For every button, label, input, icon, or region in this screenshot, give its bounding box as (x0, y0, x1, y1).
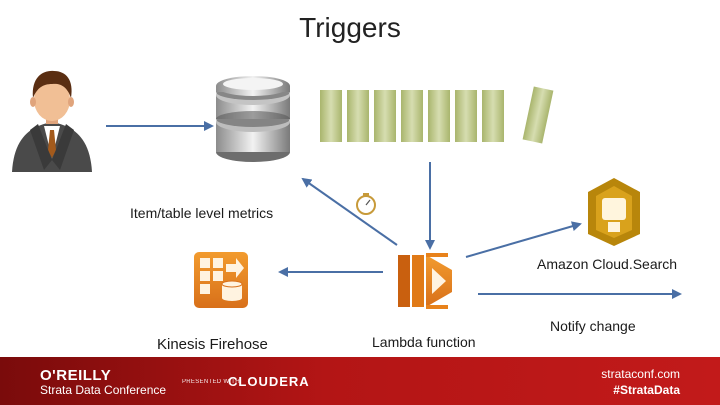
cloudsearch-icon (588, 178, 640, 246)
diagram-canvas (12, 70, 682, 309)
arrow-lambda-to-cloudsearch (465, 221, 582, 258)
conference-name: Strata Data Conference (40, 383, 167, 397)
oreilly-logo: O'REILLY (40, 367, 112, 384)
presented-with-text: PRESENTED WITH (182, 379, 240, 385)
metrics-label: Item/table level metrics (130, 205, 274, 221)
database-icon (216, 76, 290, 162)
cloudera-logo: CLOUDERA (228, 374, 310, 389)
kinesis-firehose-label: Kinesis Firehose (157, 336, 268, 353)
slide-title: Triggers (299, 12, 401, 43)
arrow-to-metrics (301, 177, 398, 246)
notify-change-label: Notify change (550, 318, 636, 334)
conference-website: strataconf.com (601, 367, 680, 381)
stream-shards-icon (320, 86, 554, 144)
footer-banner: O'REILLY Strata Data Conference PRESENTE… (0, 357, 720, 405)
kinesis-firehose-icon (194, 252, 248, 308)
user-avatar-icon (12, 70, 92, 172)
lambda-icon (398, 253, 452, 309)
stopwatch-icon (356, 193, 376, 215)
lambda-function-label: Lambda function (372, 334, 476, 350)
conference-hashtag: #StrataData (613, 383, 680, 397)
cloudsearch-label: Amazon Cloud.Search (537, 256, 678, 272)
